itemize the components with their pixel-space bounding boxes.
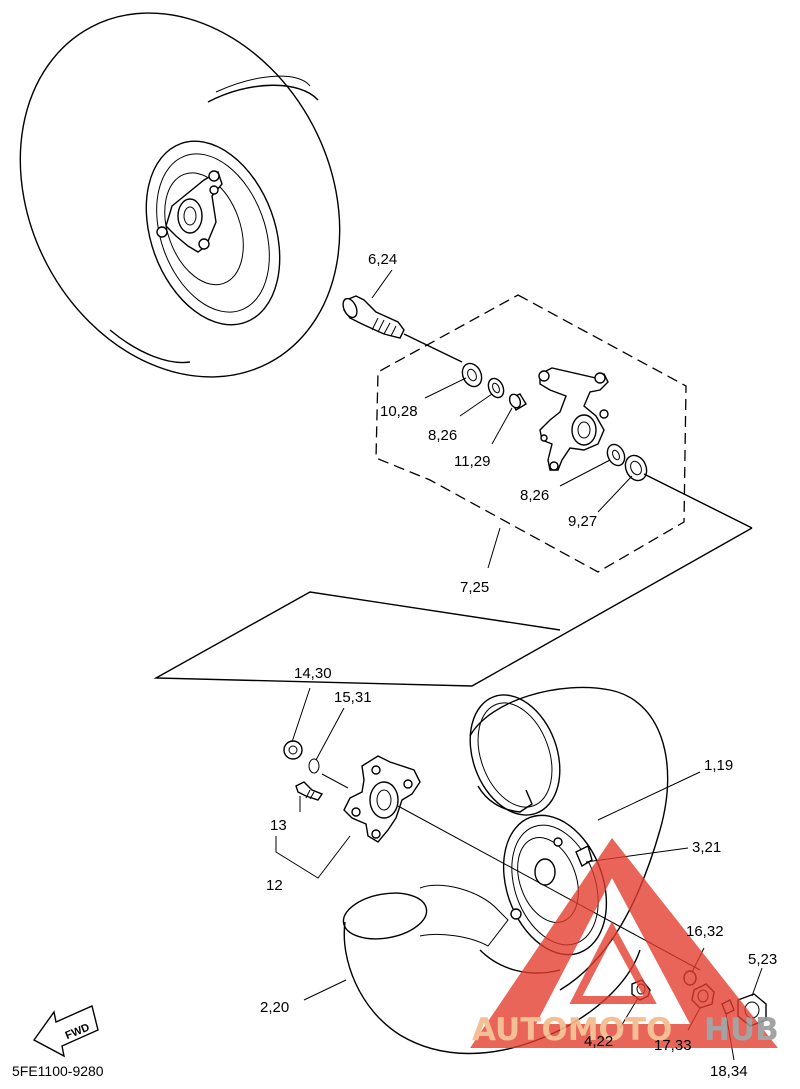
- axle-spindle: [342, 295, 463, 363]
- tire-outline: [19, 12, 341, 378]
- part-label-17-33: 17,33: [654, 1037, 692, 1054]
- part-label-9-27: 9,27: [568, 513, 597, 530]
- axis-line-right: [643, 473, 753, 529]
- part-label-15-31: 15,31: [334, 689, 372, 706]
- assembled-wheel: [19, 12, 341, 378]
- part-label-12: 12: [266, 877, 283, 894]
- forward-arrow-icon: FWD: [32, 1005, 99, 1058]
- watermark-logo: AUTOMOTO HUB: [470, 838, 779, 1048]
- part-label-11-29: 11,29: [454, 453, 490, 470]
- o-ring-15: [308, 758, 320, 774]
- bearing-upper: [487, 377, 505, 399]
- watermark-word-2: HUB: [704, 1012, 779, 1048]
- part-label-18-34: 18,34: [710, 1063, 748, 1080]
- part-label-14-30: 14,30: [294, 665, 332, 682]
- watermark-triangle-icon: [470, 838, 778, 1048]
- tire-inner-curve: [109, 75, 319, 364]
- part-label-16-32: 16,32: [686, 923, 724, 940]
- steering-knuckle: [538, 367, 609, 471]
- part-label-6-24: 6,24: [368, 251, 397, 268]
- wheel-hub: [343, 755, 421, 843]
- spacer-collar: [508, 393, 527, 411]
- part-label-8-26-b: 8,26: [520, 487, 549, 504]
- hub-axis-1: [321, 773, 349, 789]
- hub-bolt: [295, 781, 324, 801]
- part-label-13: 13: [270, 817, 287, 834]
- oil-seal-lower: [624, 454, 648, 482]
- washer-14: [283, 740, 303, 760]
- part-label-1-19: 1,19: [704, 757, 733, 774]
- knuckle-group-outline: [375, 294, 687, 573]
- watermark-word-1: AUTOMOTO: [472, 1012, 672, 1048]
- assembly-outline-lower: [153, 527, 753, 687]
- part-label-5-23: 5,23: [748, 951, 777, 968]
- part-label-7-25: 7,25: [460, 579, 489, 596]
- oil-seal-upper: [461, 362, 483, 388]
- document-code: 5FE1100-9280: [12, 1063, 104, 1079]
- part-label-10-28: 10,28: [380, 403, 418, 420]
- hub-assembled: [156, 170, 223, 253]
- bearing-lower: [606, 443, 626, 467]
- part-label-4-22: 4,22: [584, 1033, 613, 1050]
- part-label-2-20: 2,20: [260, 999, 289, 1016]
- tire-inner-half: [469, 686, 669, 991]
- part-label-3-21: 3,21: [692, 839, 721, 856]
- part-labels: 6,24 10,28 8,26 11,29 8,26 9,27 7,25 14,…: [260, 251, 777, 1080]
- wheel-rim: [145, 140, 281, 326]
- part-label-8-26-a: 8,26: [428, 427, 457, 444]
